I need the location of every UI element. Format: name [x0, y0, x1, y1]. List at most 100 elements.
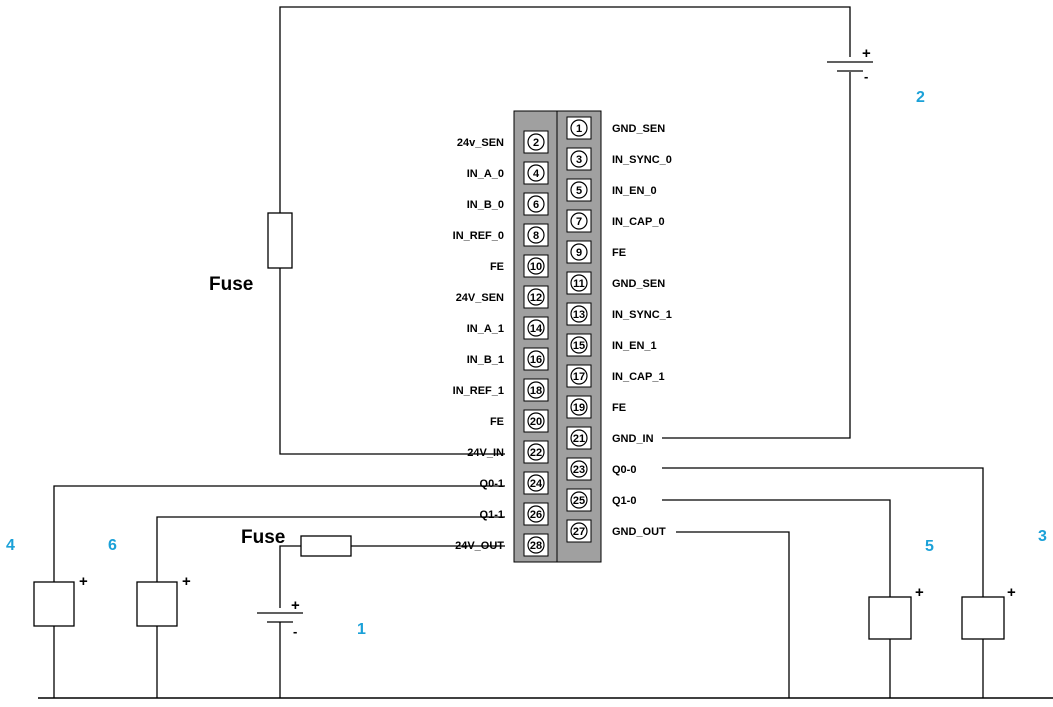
- terminal-number-14: 14: [530, 323, 543, 335]
- terminal-label-6: IN_B_0: [467, 199, 504, 211]
- terminal-pin-11: [570, 274, 588, 292]
- terminal-pin-7: [570, 212, 588, 230]
- terminal-label-17: IN_CAP_1: [612, 371, 665, 383]
- terminal-label-18: IN_REF_1: [453, 385, 504, 397]
- load-6-plus: +: [182, 573, 191, 590]
- battery-2-minus: -: [864, 69, 868, 84]
- terminal-pin-5: [570, 181, 588, 199]
- terminal-label-25: Q1-0: [612, 495, 636, 507]
- terminal-pin-6: [527, 195, 545, 213]
- terminal-number-5: 5: [576, 185, 582, 197]
- terminal-number-21: 21: [573, 433, 585, 445]
- terminal-number-11: 11: [573, 278, 585, 290]
- terminal-label-3: IN_SYNC_0: [612, 154, 672, 166]
- battery-2-plus: +: [862, 45, 871, 62]
- terminal-label-23: Q0-0: [612, 464, 636, 476]
- terminal-label-10: FE: [490, 261, 504, 273]
- terminal-pin-8: [527, 226, 545, 244]
- fuse-bottom: [300, 535, 352, 557]
- wire-q0-1-to-load4: [53, 485, 505, 582]
- terminal-label-27: GND_OUT: [612, 526, 666, 538]
- terminal-label-28: 24V_OUT: [455, 540, 504, 552]
- terminal-pin-17: [570, 367, 588, 385]
- terminal-number-1: 1: [576, 123, 582, 135]
- terminal-pin-24: [527, 474, 545, 492]
- terminal-pin-18: [527, 381, 545, 399]
- terminal-pin-12: [527, 288, 545, 306]
- terminal-number-24: 24: [530, 478, 543, 490]
- terminal-label-16: IN_B_1: [467, 354, 504, 366]
- load-3-plus: +: [1007, 584, 1016, 601]
- wire-q0-0-to-load3: [662, 467, 984, 597]
- terminal-pin-2: [527, 133, 545, 151]
- terminal-label-14: IN_A_1: [467, 323, 504, 335]
- terminal-number-20: 20: [530, 416, 542, 428]
- battery-2: + -: [827, 45, 873, 84]
- battery-1-minus: -: [293, 624, 297, 639]
- terminal-number-6: 6: [533, 199, 539, 211]
- callout-1: 1: [357, 621, 366, 638]
- terminal-label-13: IN_SYNC_1: [612, 309, 672, 321]
- load-5: [868, 596, 912, 640]
- terminal-pin-1: [570, 119, 588, 137]
- wire-q1-0-to-load5: [662, 499, 891, 597]
- terminal-number-26: 26: [530, 509, 542, 521]
- terminal-number-12: 12: [530, 292, 542, 304]
- terminal-pin-28: [527, 536, 545, 554]
- terminal-pin-13: [570, 305, 588, 323]
- wire-fuse-to-battery1: [279, 545, 301, 608]
- terminal-pin-27: [570, 522, 588, 540]
- terminal-label-15: IN_EN_1: [612, 340, 657, 352]
- wire-gnd-out-to-ground: [676, 531, 790, 698]
- terminal-number-10: 10: [530, 261, 542, 273]
- terminal-label-9: FE: [612, 247, 626, 259]
- wire-fuse-to-24v-in: [279, 268, 505, 455]
- terminal-number-22: 22: [530, 447, 542, 459]
- terminal-pin-20: [527, 412, 545, 430]
- terminal-number-27: 27: [573, 526, 585, 538]
- terminal-pin-4: [527, 164, 545, 182]
- wire-q1-1-to-load6: [156, 516, 505, 582]
- wire-battery2-to-gnd-in: [662, 72, 851, 439]
- load-4: [33, 581, 75, 627]
- terminal-label-11: GND_SEN: [612, 278, 665, 290]
- terminal-pin-14: [527, 319, 545, 337]
- terminal-pin-16: [527, 350, 545, 368]
- terminal-label-5: IN_EN_0: [612, 185, 657, 197]
- terminal-pin-19: [570, 398, 588, 416]
- callout-4: 4: [6, 537, 15, 554]
- terminal-label-4: IN_A_0: [467, 168, 504, 180]
- load-5-plus: +: [915, 584, 924, 601]
- callout-3: 3: [1038, 528, 1047, 545]
- terminal-number-17: 17: [573, 371, 585, 383]
- terminal-number-18: 18: [530, 385, 542, 397]
- terminal-label-19: FE: [612, 402, 626, 414]
- terminal-number-19: 19: [573, 402, 585, 414]
- terminal-label-20: FE: [490, 416, 504, 428]
- terminal-pin-3: [570, 150, 588, 168]
- fuse-top-label: Fuse: [209, 274, 253, 295]
- terminals-left: 224v_SEN4IN_A_06IN_B_08IN_REF_010FE1224V…: [453, 130, 549, 557]
- terminal-pin-10: [527, 257, 545, 275]
- terminal-number-16: 16: [530, 354, 542, 366]
- terminal-label-12: 24V_SEN: [456, 292, 504, 304]
- terminal-number-23: 23: [573, 464, 585, 476]
- terminal-label-2: 24v_SEN: [457, 137, 504, 149]
- load-4-plus: +: [79, 573, 88, 590]
- terminal-pin-25: [570, 491, 588, 509]
- terminal-number-25: 25: [573, 495, 585, 507]
- terminal-number-4: 4: [533, 168, 540, 180]
- load-6: [136, 581, 178, 627]
- terminal-number-3: 3: [576, 154, 582, 166]
- terminal-pin-9: [570, 243, 588, 261]
- terminal-label-26: Q1-1: [480, 509, 504, 521]
- terminal-label-24: Q0-1: [480, 478, 504, 490]
- fuse-bottom-label: Fuse: [241, 527, 285, 548]
- battery-1-plus: +: [291, 597, 300, 614]
- terminal-label-22: 24V_IN: [467, 447, 504, 459]
- terminal-label-7: IN_CAP_0: [612, 216, 665, 228]
- callout-5: 5: [925, 538, 934, 555]
- terminal-label-21: GND_IN: [612, 433, 654, 445]
